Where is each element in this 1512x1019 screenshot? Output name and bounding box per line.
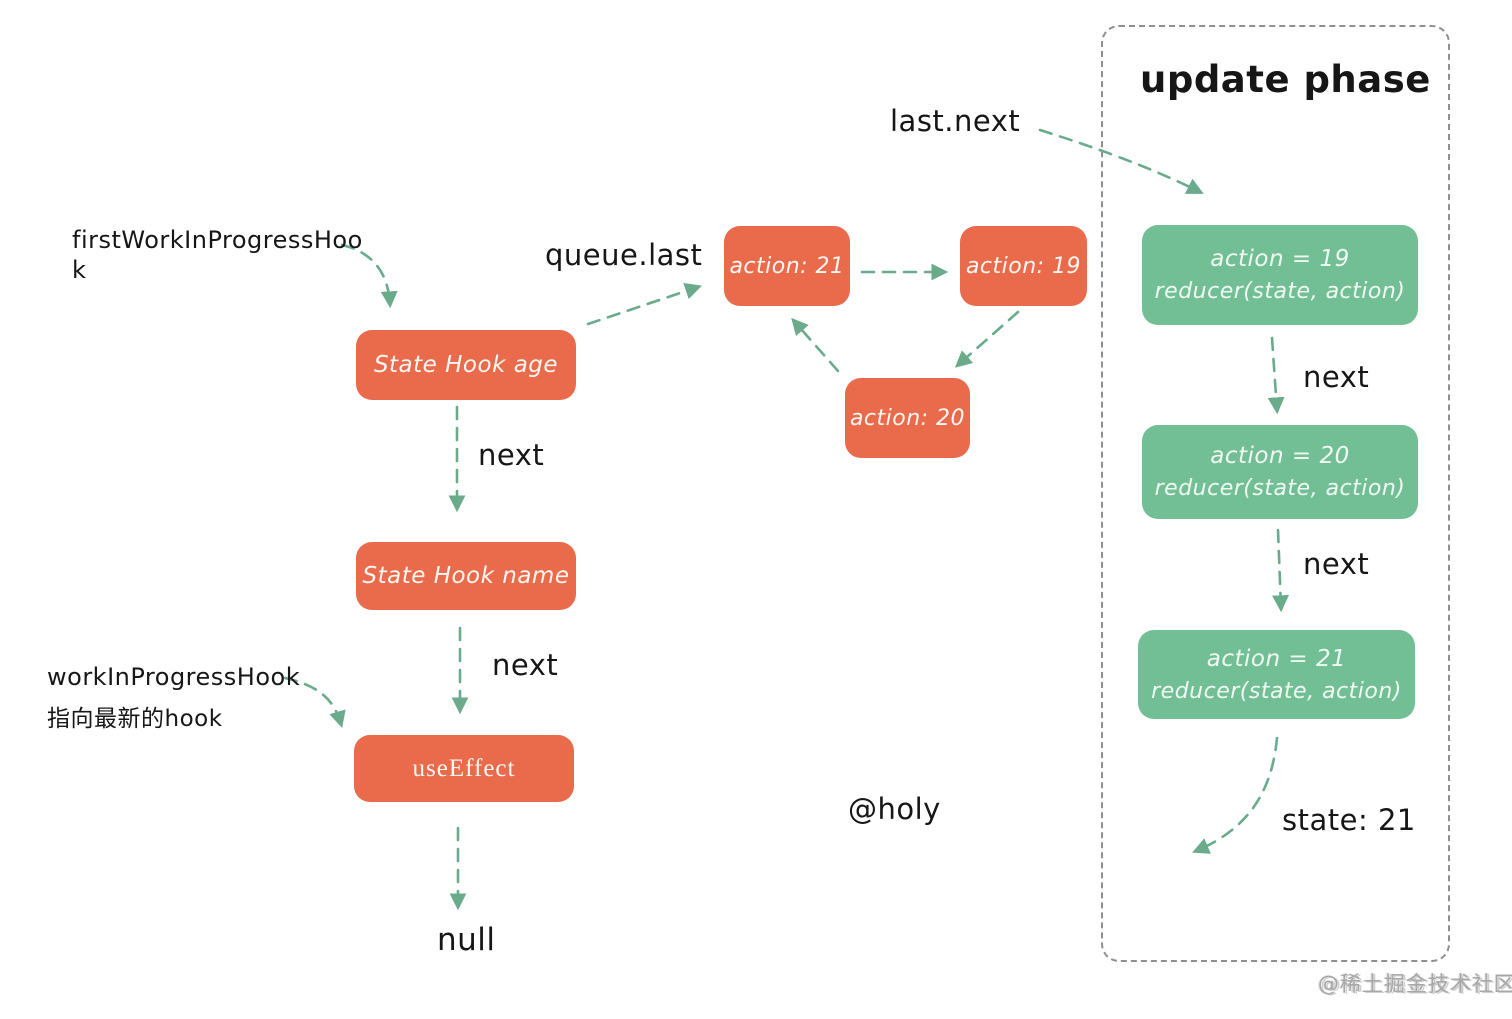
edge-label-next-1: next <box>478 438 545 472</box>
arrow-action20-action21 <box>791 317 840 373</box>
node-action-19: action: 19 <box>960 226 1087 306</box>
reducer-20-call: reducer(state, action) <box>1154 476 1406 501</box>
node-reducer-19: action = 19 reducer(state, action) <box>1142 225 1418 325</box>
wip-hook-label-line1: workInProgressHook <box>47 663 301 691</box>
node-reducer-21: action = 21 reducer(state, action) <box>1138 630 1415 719</box>
reducer-20-action: action = 20 <box>1210 443 1350 469</box>
node-reducer-20: action = 20 reducer(state, action) <box>1142 425 1418 519</box>
edge-label-next-3: next <box>1303 360 1370 394</box>
reducer-21-call: reducer(state, action) <box>1151 678 1402 704</box>
node-action-20: action: 20 <box>845 378 970 458</box>
last-next-label: last.next <box>890 104 1021 138</box>
update-phase-title: update phase <box>1140 58 1431 101</box>
queue-last-label: queue.last <box>545 238 703 272</box>
node-use-effect: useEffect <box>354 735 574 802</box>
node-state-hook-age: State Hook age <box>356 330 576 400</box>
first-wip-hook-label-line1: firstWorkInProgressHoo <box>72 226 363 254</box>
reducer-21-action: action = 21 <box>1206 645 1347 672</box>
wip-hook-label-line2: 指向最新的hook <box>47 706 223 732</box>
reducer-19-action: action = 19 <box>1210 246 1350 272</box>
arrow-action19-action20 <box>954 310 1020 368</box>
watermark-label: @稀土掘金技术社区 <box>1318 972 1512 996</box>
node-action-21: action: 21 <box>724 226 850 306</box>
edge-label-next-2: next <box>492 648 559 682</box>
first-wip-hook-label-line2: k <box>72 256 87 284</box>
reducer-19-call: reducer(state, action) <box>1154 279 1406 304</box>
node-state-hook-name: State Hook name <box>356 542 576 610</box>
edge-label-next-4: next <box>1303 547 1370 581</box>
update-phase-frame <box>1101 25 1450 962</box>
signature-label: @holy <box>848 792 941 826</box>
arrow-queue-last <box>586 283 703 326</box>
terminal-null-label: null <box>437 922 496 958</box>
result-state-label: state: 21 <box>1282 803 1416 837</box>
